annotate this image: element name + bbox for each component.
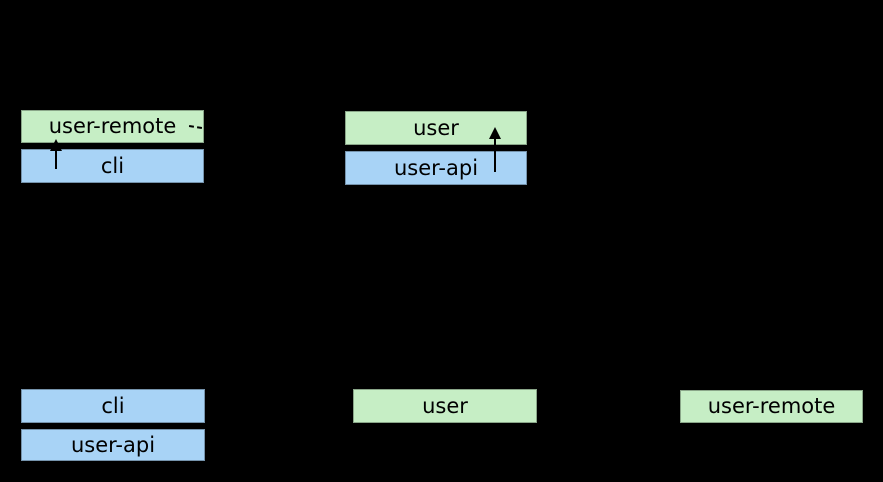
- node-label: user: [413, 115, 459, 140]
- node-bottom-cli: cli: [21, 389, 205, 423]
- node-label: user-remote: [707, 394, 836, 418]
- node-bottom-user-remote: user-remote: [680, 390, 863, 423]
- arrow-line: [55, 150, 57, 169]
- node-top-middle-user-api: user-api: [345, 151, 527, 185]
- node-label: cli: [101, 393, 125, 418]
- node-top-left-cli: cli: [21, 149, 204, 183]
- node-top-left-user-remote: user-remote: [21, 110, 204, 143]
- arrow-up-icon: [489, 127, 501, 139]
- node-label: user: [422, 393, 468, 418]
- node-label: user-remote: [48, 114, 177, 138]
- arrow-up-icon: [50, 139, 62, 151]
- node-bottom-user-api: user-api: [21, 429, 205, 461]
- node-label: user-api: [393, 155, 479, 180]
- node-label: cli: [100, 153, 125, 178]
- node-bottom-user: user: [353, 389, 537, 423]
- arrow-line: [494, 138, 496, 172]
- node-label: user-api: [70, 432, 156, 457]
